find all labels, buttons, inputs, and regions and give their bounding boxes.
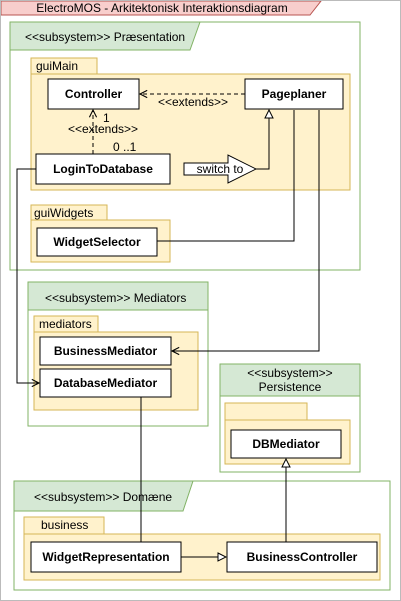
- class-widget-selector-label: WidgetSelector: [53, 235, 141, 249]
- edge-multiplicity-range: 0 ..1: [113, 140, 137, 154]
- subsystem-presentation-label: <<subsystem>> Præsentation: [25, 30, 185, 44]
- edge-pageplaner-business-mediator: [172, 110, 320, 351]
- class-database-mediator-label: DatabaseMediator: [54, 376, 158, 390]
- class-db-mediator-label: DBMediator: [252, 437, 320, 451]
- edge-label-switch-to: switch to: [197, 162, 244, 176]
- package-gui-main-label: guiMain: [36, 59, 78, 73]
- class-widget-representation: WidgetRepresentation: [30, 541, 182, 573]
- edge-switch-to-pageplaner: [256, 110, 269, 170]
- class-controller-label: Controller: [65, 87, 123, 101]
- class-login-to-database: LoginToDatabase: [35, 153, 171, 185]
- subsystem-mediators-label: <<subsystem>> Mediators: [45, 291, 186, 305]
- edge-login-database-mediator: [16, 168, 39, 383]
- class-db-mediator: DBMediator: [230, 429, 342, 459]
- diagram-title: ElectroMOS - Arkitektonisk Interaktionsd…: [36, 1, 287, 15]
- subsystem-persistence-label-line2: Persistence: [259, 380, 322, 394]
- edge-multiplicity-one: 1: [103, 111, 110, 125]
- class-widget-representation-label: WidgetRepresentation: [42, 550, 169, 564]
- edge-widget-selector-pageplaner: [157, 110, 295, 242]
- class-widget-selector: WidgetSelector: [36, 227, 158, 257]
- package-gui-widgets-label: guiWidgets: [34, 206, 93, 220]
- subsystem-domain-label: <<subsystem>> Domæne: [34, 490, 172, 504]
- edge-label-extends-left: <<extends>>: [68, 122, 138, 136]
- class-login-to-database-label: LoginToDatabase: [53, 162, 153, 176]
- switch-to-arrow: [183, 154, 258, 184]
- class-business-controller-label: BusinessController: [247, 550, 358, 564]
- edge-label-extends-top: <<extends>>: [158, 95, 228, 109]
- class-pageplaner: Pageplaner: [244, 78, 344, 110]
- package-mediators-label: mediators: [39, 317, 92, 331]
- subsystem-persistence-label-line1: <<subsystem>>: [247, 366, 332, 380]
- class-business-mediator: BusinessMediator: [39, 336, 172, 366]
- class-controller: Controller: [47, 78, 140, 110]
- class-pageplaner-label: Pageplaner: [262, 87, 327, 101]
- package-business-label: business: [41, 518, 88, 532]
- class-business-controller: BusinessController: [226, 541, 378, 573]
- diagram-title-tab: ElectroMOS - Arkitektonisk Interaktionsd…: [0, 0, 323, 16]
- class-business-mediator-label: BusinessMediator: [54, 344, 158, 358]
- class-database-mediator: DatabaseMediator: [39, 368, 172, 398]
